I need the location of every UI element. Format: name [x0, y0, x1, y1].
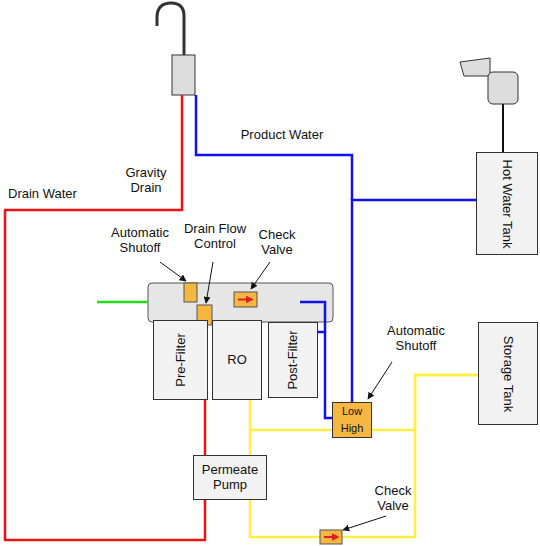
leader-line — [368, 362, 392, 399]
check-valve-arrow — [324, 536, 338, 538]
node-text: Post-Filter — [286, 330, 301, 389]
permeate-line — [250, 429, 332, 432]
drain-line — [5, 95, 205, 540]
check-valve — [320, 530, 342, 544]
filter-housing: Pre-Filter — [153, 320, 208, 400]
leader-line — [160, 262, 186, 281]
shutoff-valve — [184, 283, 197, 302]
check-valve — [234, 292, 257, 307]
faucet-spout — [157, 3, 184, 56]
pipe-connector — [318, 332, 332, 418]
hot-faucet-spout — [460, 58, 490, 76]
hot-faucet-body — [488, 72, 518, 104]
node-text: High — [333, 420, 371, 437]
callout-label: Gravity Drain — [116, 166, 176, 196]
pipe-connector — [372, 375, 478, 430]
callout-label: Check Valve — [366, 484, 420, 514]
tank-box: Storage Tank — [478, 322, 538, 425]
leader-line — [251, 262, 270, 289]
filter-housing: Post-Filter — [268, 322, 318, 398]
callout-label: Drain Flow Control — [180, 222, 250, 252]
callout-label: Check Valve — [250, 228, 304, 258]
check-valve-arrow — [238, 299, 252, 301]
pipe-connector — [250, 375, 478, 537]
pump-box: Permeate Pump — [193, 455, 267, 500]
pipe-connector — [352, 200, 476, 402]
node-text: Storage Tank — [501, 335, 516, 411]
node-text: Permeate Pump — [197, 463, 263, 493]
leader-line — [206, 262, 213, 303]
callout-label: Product Water — [230, 128, 334, 143]
node-text: Pre-Filter — [173, 333, 188, 386]
pipe-connector — [249, 400, 252, 455]
feed-water-line — [97, 301, 148, 304]
hot-faucet-stem — [502, 104, 504, 152]
membrane-housing: RO — [212, 320, 262, 400]
callout-label: Automatic Shutoff — [374, 324, 458, 354]
callout-label: Drain Water — [8, 187, 100, 202]
shutoff-valve-box: LowHigh — [332, 402, 372, 438]
faucet-body — [172, 55, 195, 95]
product-water-line — [196, 95, 352, 200]
node-text: Hot Water Tank — [500, 159, 515, 248]
tank-box: Hot Water Tank — [476, 152, 538, 255]
callout-label: Automatic Shutoff — [98, 226, 182, 256]
node-text: RO — [227, 353, 247, 368]
node-text: Low — [333, 403, 371, 420]
leader-line — [343, 516, 386, 530]
